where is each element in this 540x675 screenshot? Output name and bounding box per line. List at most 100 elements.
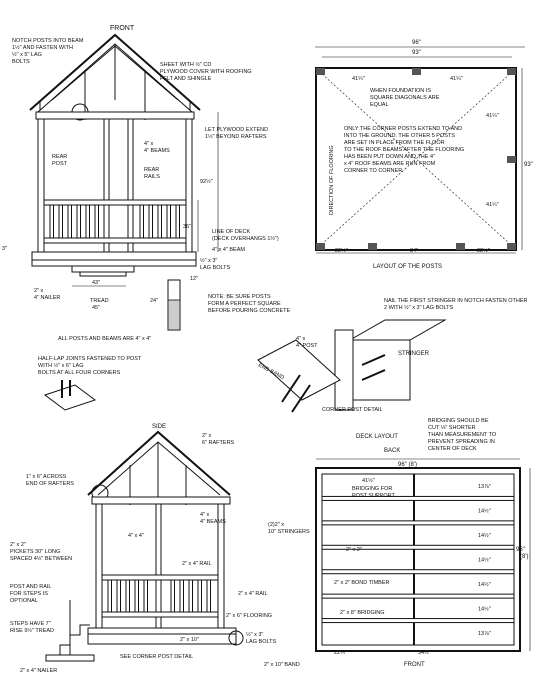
side-pickets xyxy=(107,579,211,613)
front-deck xyxy=(31,251,197,261)
side-top-rail xyxy=(101,574,219,581)
side-picket xyxy=(179,579,184,613)
post-step-right xyxy=(456,243,465,250)
deck-joists xyxy=(321,495,515,624)
side-lag-label: ½" x 3"LAG BOLTS xyxy=(246,631,276,645)
front-picket xyxy=(175,204,180,239)
layout-posts-title: LAYOUT OF THE POSTS xyxy=(373,264,442,270)
posts-dim-96: 96" xyxy=(412,40,421,46)
posts-dim-22-a: 22½" xyxy=(335,247,348,254)
side-post-left xyxy=(95,503,103,645)
deck-spacing-label: 14½" xyxy=(478,557,491,564)
deck-dim-41: 41½" xyxy=(362,477,375,484)
deck-spacing-label: 14½" xyxy=(478,532,491,539)
posts-dim-34: 34" xyxy=(410,248,418,254)
deck-dim-96-side: 96"(8') xyxy=(516,547,528,560)
notch-note: NOTCH POSTS INTO BEAM 1½" AND FASTEN WIT… xyxy=(12,38,85,65)
posts-dim-41-a: 41¼" xyxy=(352,76,365,82)
posts-dim-41-c: 41¼" xyxy=(486,113,499,119)
deck-spacing-label: 14½" xyxy=(478,605,491,612)
side-elevation: HALF-LAP JOINTS FASTENED TO POST WITH ½"… xyxy=(10,356,276,674)
side-title: SIDE xyxy=(152,424,166,430)
deck-dim-96: 96" (8') xyxy=(398,462,417,468)
side-picket xyxy=(116,579,121,613)
front-picket xyxy=(157,204,162,239)
deck-front-label: FRONT xyxy=(404,662,425,668)
end-band xyxy=(257,339,341,401)
posts-dim-22-b: 22½" xyxy=(477,247,490,254)
side-post-label: 4" x 4" xyxy=(128,533,144,539)
side-joist xyxy=(87,633,237,645)
post-mid-top xyxy=(412,68,421,75)
front-beam xyxy=(35,111,195,120)
post-corner-br xyxy=(507,243,516,250)
posts-dim-41-d: 41¼" xyxy=(486,202,499,208)
see-corner-label: SEE CORNER POST DETAIL xyxy=(120,654,193,660)
side-picket xyxy=(134,579,139,613)
deck-spacing-label: 14½" xyxy=(478,581,491,588)
deck-joist xyxy=(321,544,515,550)
deck-dim-34: 34½" xyxy=(418,649,431,656)
flooring-label: 2" x 6" FLOORING xyxy=(226,613,272,619)
deck-spacing-label: 13⅞" xyxy=(478,631,491,637)
layout-of-posts: 96" 93" 41¼" 41¼" 41¼" 41¼" 93" WHEN FOU… xyxy=(315,40,533,270)
deck-x2-label: 2" x 2" xyxy=(346,547,362,553)
front-picket xyxy=(76,204,81,239)
side-picket xyxy=(188,579,193,613)
lag-bolts-label: ½" x 3"LAG BOLTS xyxy=(200,257,230,271)
side-flooring xyxy=(87,627,237,635)
front-roof-outline xyxy=(29,33,201,111)
side-post-right xyxy=(217,503,225,645)
side-picket xyxy=(143,579,148,613)
pickets-label: 2" x 2" PICKETS 30" LONG SPACED 4½" BETW… xyxy=(10,542,72,562)
side-picket xyxy=(170,579,175,613)
front-beam-label: 4" x 4" BEAM xyxy=(212,247,245,253)
sheet-note: SHEET WITH ½" CD PLYWOOD COVER WITH ROOF… xyxy=(160,61,253,82)
posts-dim-93-side: 93" xyxy=(524,162,533,168)
side-picket xyxy=(125,579,130,613)
all-posts-note: ALL POSTS AND BEAMS ARE 4" x 4" xyxy=(58,336,151,342)
side-roof-outline xyxy=(87,430,231,496)
bridging-8-label: 2" x 8" BRIDGING xyxy=(340,610,385,616)
dim-36: 36" xyxy=(183,224,191,230)
front-elevation: FRONT NOTCH POSTS INTO BEAM 1½" AND FAST… xyxy=(2,25,279,342)
deck-dim-22: 22¾" xyxy=(334,650,347,656)
deck-joist xyxy=(321,618,515,624)
deck-layout: BRIDGING SHOULD BE CUT ⅛" SHORTER THAN M… xyxy=(264,418,531,668)
x10-label: 2" x 10" xyxy=(180,637,199,643)
side-beam xyxy=(91,496,231,505)
dim-3: 3" xyxy=(2,246,7,252)
deck-joist xyxy=(321,495,515,501)
front-title: FRONT xyxy=(110,25,135,32)
side-nailer-label: 2" x 4" NAILER xyxy=(20,668,57,674)
post-mid-right xyxy=(507,156,516,163)
front-post-left xyxy=(37,118,45,260)
dim-24: 24" xyxy=(150,298,158,304)
deck-outline xyxy=(315,467,521,652)
front-picket xyxy=(148,204,153,239)
deck-back-label: BACK xyxy=(384,448,400,454)
half-lap-joint xyxy=(43,384,97,411)
front-post-right xyxy=(185,118,193,260)
front-picket xyxy=(67,204,72,239)
corner-detail-title: CORNER POST DETAIL xyxy=(322,407,383,413)
front-pickets xyxy=(49,204,180,239)
dim-92: 92½" xyxy=(200,178,213,185)
side-picket xyxy=(206,579,211,613)
steps-note: STEPS HAVE 7" RISE 9½" TREAD xyxy=(10,621,54,634)
post-corner-tl xyxy=(316,68,325,75)
front-picket xyxy=(94,204,99,239)
posts-dim-41-b: 41¼" xyxy=(450,76,463,82)
side-corner-circle xyxy=(228,630,244,646)
